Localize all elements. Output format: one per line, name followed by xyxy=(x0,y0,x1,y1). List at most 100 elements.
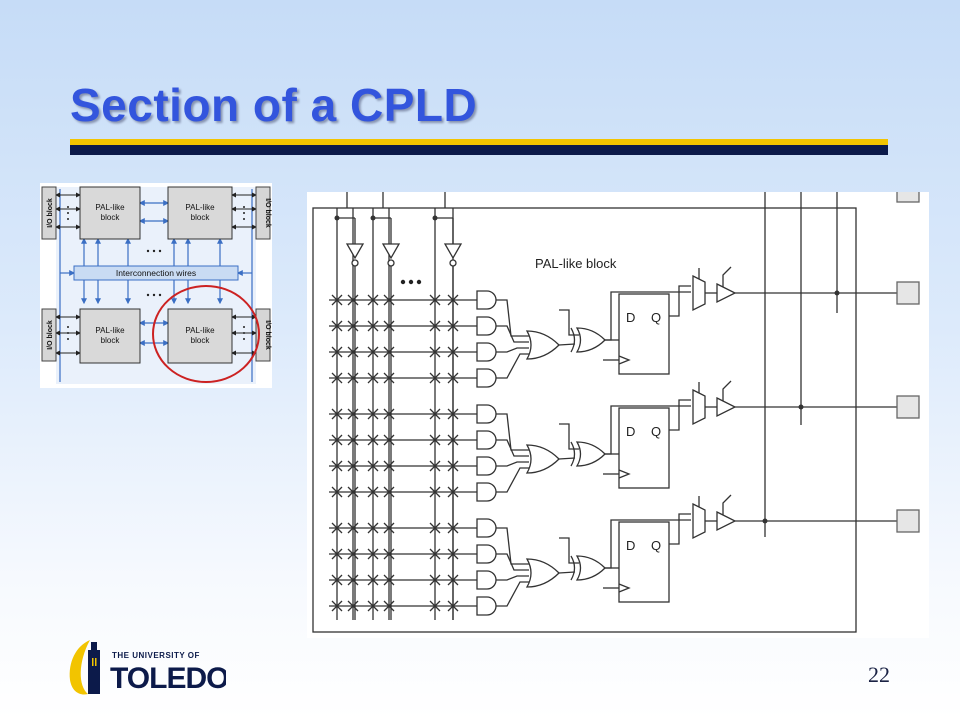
tristate-enable xyxy=(722,494,732,515)
programmable-connection-x xyxy=(331,408,343,420)
pal-block-label: block xyxy=(101,336,121,345)
schematic-wiring xyxy=(312,192,920,633)
programmable-connection-x xyxy=(347,548,359,560)
logo-line1: THE UNIVERSITY OF xyxy=(112,651,200,660)
programmable-connection-x xyxy=(347,346,359,358)
programmable-connection-x xyxy=(331,574,343,586)
programmable-connection-x xyxy=(383,486,395,498)
interconnection-label: Interconnection wires xyxy=(116,268,196,278)
io-block-bottom-left: I/O block xyxy=(41,308,57,362)
or-input xyxy=(496,413,529,451)
programmable-connection-x xyxy=(367,346,379,358)
programmable-connection-x xyxy=(429,574,441,586)
clock-input-triangle xyxy=(618,583,631,593)
or-gate xyxy=(525,330,560,360)
pal-block-top-right: PAL-like block xyxy=(167,186,233,240)
programmable-connection-x xyxy=(347,600,359,612)
logo-line2: TOLEDO xyxy=(110,662,226,695)
programmable-connection-x xyxy=(447,574,459,586)
programmable-connection-x xyxy=(447,408,459,420)
programmable-connection-x xyxy=(447,294,459,306)
programmable-connection-x xyxy=(347,522,359,534)
programmable-connection-x xyxy=(429,408,441,420)
or-input xyxy=(496,467,529,493)
junction-dot xyxy=(432,215,438,221)
block-boundary xyxy=(312,207,857,633)
and-gate xyxy=(476,482,497,502)
or-to-xor xyxy=(558,343,576,346)
and-gate xyxy=(476,544,497,564)
clock-input-triangle xyxy=(618,469,631,479)
flip-flop xyxy=(618,407,670,489)
clock-input-triangle xyxy=(618,355,631,365)
programmable-connection-x xyxy=(347,574,359,586)
flip-flop xyxy=(618,521,670,603)
and-gate xyxy=(476,570,497,590)
programmable-connection-x xyxy=(447,320,459,332)
programmable-connection-x xyxy=(383,320,395,332)
programmable-connection-x xyxy=(447,486,459,498)
pal-block-top-left: PAL-like block xyxy=(79,186,141,240)
pal-block-label: PAL-like xyxy=(95,326,125,335)
programmable-connection-x xyxy=(367,600,379,612)
programmable-connection-x xyxy=(331,600,343,612)
and-gate xyxy=(476,404,497,424)
programmable-connection-x xyxy=(331,294,343,306)
tower-emblem-icon xyxy=(69,640,100,695)
pal-block-label: block xyxy=(191,213,211,222)
q-output xyxy=(669,399,691,431)
or-input xyxy=(496,347,529,353)
programmable-connection-x xyxy=(383,600,395,612)
io-block-bottom-right: I/O block xyxy=(255,308,271,362)
flip-flop-q-label: Q xyxy=(651,310,661,325)
programmable-connection-x xyxy=(383,548,395,560)
or-to-xor xyxy=(558,457,576,460)
flip-flop-q-label: Q xyxy=(651,538,661,553)
programmable-connection-x xyxy=(347,294,359,306)
or-input xyxy=(496,325,529,343)
pal-block-bottom-left: PAL-like block xyxy=(79,308,141,364)
pal-block-bottom-right: PAL-like block xyxy=(167,308,233,364)
programmable-connection-x xyxy=(383,522,395,534)
io-block-label: I/O block xyxy=(47,320,54,350)
programmable-connection-x xyxy=(347,372,359,384)
programmable-connection-x xyxy=(383,294,395,306)
or-gate xyxy=(525,444,560,474)
junction-dot xyxy=(834,290,840,296)
programmable-connection-x xyxy=(429,548,441,560)
programmable-connection-x xyxy=(331,434,343,446)
programmable-connection-x xyxy=(347,460,359,472)
ellipsis-dot xyxy=(400,279,406,285)
pal-block-title: PAL-like block xyxy=(535,256,617,271)
programmable-connection-x xyxy=(347,320,359,332)
junction-dot xyxy=(370,215,376,221)
title-underline xyxy=(70,139,888,155)
bypass-line xyxy=(605,291,691,341)
ellipsis-dot xyxy=(416,279,422,285)
or-input xyxy=(496,439,529,457)
output-mux xyxy=(692,388,706,426)
programmable-connection-x xyxy=(383,372,395,384)
programmable-connection-x xyxy=(367,434,379,446)
q-output xyxy=(669,285,691,317)
or-to-xor xyxy=(558,571,576,574)
and-gate xyxy=(476,430,497,450)
xor-control xyxy=(559,537,579,564)
programmable-connection-x xyxy=(447,522,459,534)
pal-block-label: block xyxy=(101,213,121,222)
programmable-connection-x xyxy=(367,320,379,332)
io-block-top-right: I/O block xyxy=(255,186,271,240)
pal-block-label: block xyxy=(191,336,211,345)
bypass-line xyxy=(605,405,691,455)
programmable-connection-x xyxy=(447,460,459,472)
or-input xyxy=(496,575,529,581)
programmable-connection-x xyxy=(383,346,395,358)
xor-gate xyxy=(570,441,576,467)
and-gate xyxy=(476,316,497,336)
programmable-connection-x xyxy=(331,372,343,384)
interconnection-wires-bar: Interconnection wires xyxy=(60,265,252,281)
programmable-connection-x xyxy=(429,346,441,358)
programmable-connection-x xyxy=(383,408,395,420)
programmable-connection-x xyxy=(447,434,459,446)
